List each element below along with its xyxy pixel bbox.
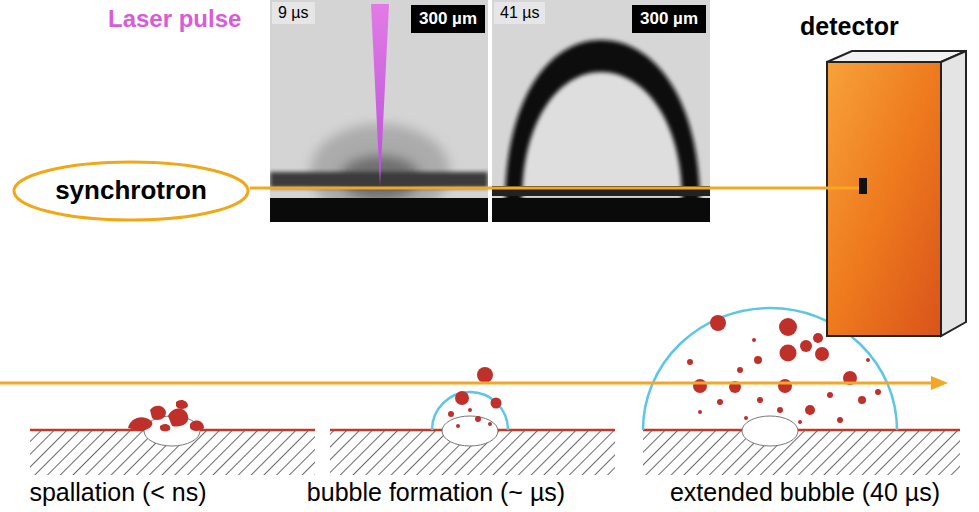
detector-face [827,62,941,336]
time-stamp: 9 µs [272,2,315,24]
node-text: detector [800,12,899,41]
node-text: 41 µs [500,4,539,22]
beam-line [250,187,825,190]
node-text: synchrotron [55,176,207,206]
detector-panel: detector [825,50,968,338]
time-stamp: 41 µs [494,2,545,24]
laser-beam [371,4,389,186]
detector-side [941,51,966,336]
stage-caption: bubble formation (~ µs) [307,479,565,507]
stage-caption: extended bubble (40 µs) [670,479,940,507]
beam-end [825,187,861,190]
stage-caption: spallation (< ns) [29,479,206,507]
node-text: 300 µm [640,9,698,29]
source-ellipse: synchrotron [12,160,250,222]
scale-bar: 300 µm [411,5,485,33]
scale-bar: 300 µm [632,5,706,33]
ellipse-outline [14,162,248,220]
bubble-small [432,392,508,430]
laser-label: Laser pulse [108,6,241,32]
debris [128,400,204,431]
node-text: 9 µs [278,4,309,22]
node-text: 300 µm [419,9,477,29]
beam-arrow [0,376,948,390]
detector-drawing [825,50,968,338]
substrate-panels [30,416,960,475]
particles-small [448,367,502,428]
beam-spot [859,178,867,194]
